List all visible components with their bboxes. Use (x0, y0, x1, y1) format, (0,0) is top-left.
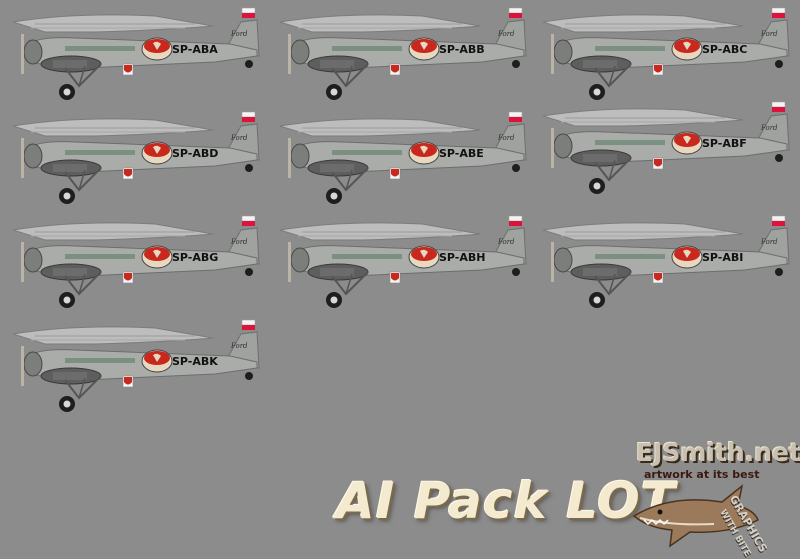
registration-label: SP-ABH (439, 251, 485, 264)
aircraft-sp-aba: SP-ABA (5, 6, 265, 106)
aircraft-sp-abf: SP-ABF (535, 100, 795, 200)
logo-tagline: artwork at its best (644, 468, 760, 481)
aircraft-illustration-icon: SP-ABB (272, 6, 532, 106)
logo-main-text: EJSmith.net (636, 438, 800, 467)
aircraft-illustration-icon: SP-ABG (5, 214, 265, 314)
aircraft-sp-abk: SP-ABK (5, 318, 265, 418)
registration-label: SP-ABK (172, 355, 218, 368)
aircraft-illustration-icon: SP-ABA (5, 6, 265, 106)
aircraft-sp-abe: SP-ABE (272, 110, 532, 210)
aircraft-sp-abd: SP-ABD (5, 110, 265, 210)
registration-label: SP-ABI (702, 251, 743, 264)
aircraft-illustration-icon: SP-ABI (535, 214, 795, 314)
aircraft-sp-abh: SP-ABH (272, 214, 532, 314)
shark-icon (632, 484, 759, 548)
pack-title: AI Pack LOT (336, 472, 676, 530)
registration-label: SP-ABA (172, 43, 218, 56)
aircraft-sp-abi: SP-ABI (535, 214, 795, 314)
registration-label: SP-ABF (702, 137, 747, 150)
registration-label: SP-ABG (172, 251, 218, 264)
registration-label: SP-ABB (439, 43, 485, 56)
registration-label: SP-ABC (702, 43, 747, 56)
aircraft-sp-abc: SP-ABC (535, 6, 795, 106)
aircraft-illustration-icon: SP-ABC (535, 6, 795, 106)
ejsmith-logo: EJSmith.net artwork at its best GRAPHICS… (630, 438, 800, 559)
aircraft-illustration-icon: SP-ABF (535, 100, 795, 200)
aircraft-illustration-icon: SP-ABH (272, 214, 532, 314)
registration-label: SP-ABE (439, 147, 484, 160)
aircraft-sp-abg: SP-ABG (5, 214, 265, 314)
aircraft-illustration-icon: SP-ABK (5, 318, 265, 418)
registration-label: SP-ABD (172, 147, 218, 160)
aircraft-illustration-icon: SP-ABD (5, 110, 265, 210)
aircraft-sp-abb: SP-ABB (272, 6, 532, 106)
aircraft-illustration-icon: SP-ABE (272, 110, 532, 210)
